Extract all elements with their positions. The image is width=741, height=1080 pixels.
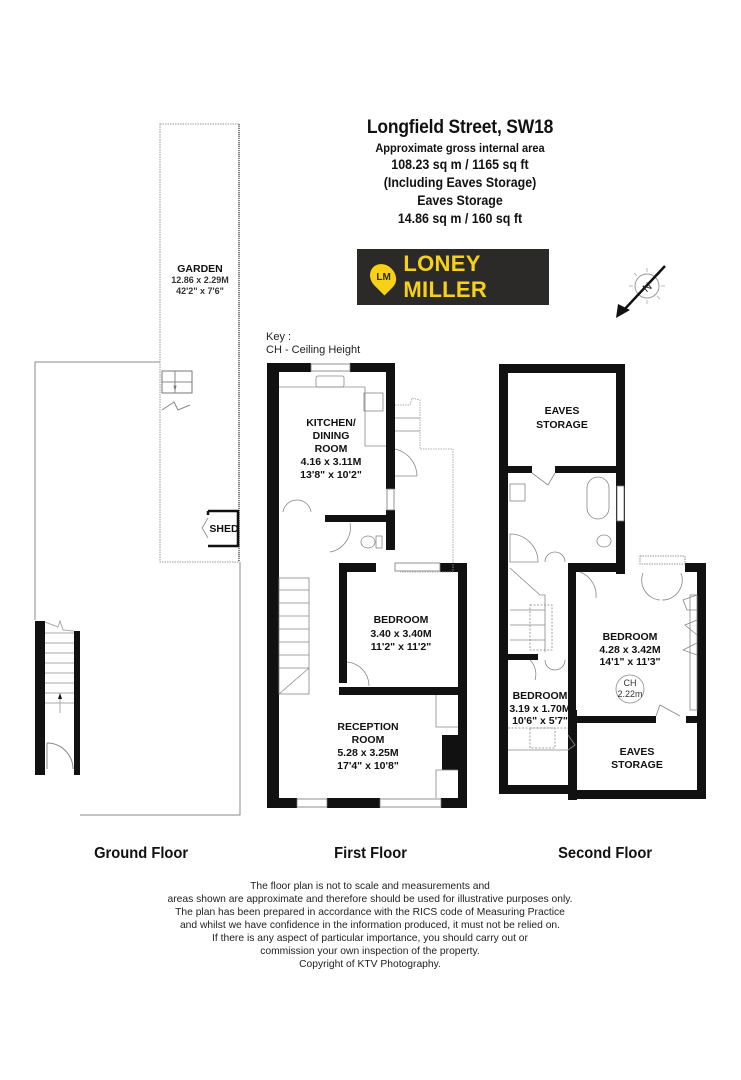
- disclaimer-line: Copyright of KTV Photography.: [299, 959, 441, 970]
- bedroom1-metric: 3.40 x 3.40M: [370, 628, 432, 640]
- garden-label: GARDEN: [177, 263, 223, 275]
- area-label: Approximate gross internal area: [375, 141, 545, 155]
- kitchen-label-line2: DINING: [313, 430, 350, 442]
- disclaimer-line: areas shown are approximate and therefor…: [167, 894, 573, 905]
- bedroom1-label: BEDROOM: [374, 614, 429, 626]
- ground-floor-label: Ground Floor: [94, 845, 189, 862]
- eaves-upper-label-line1: EAVES: [545, 405, 580, 417]
- reception-metric: 5.28 x 3.25M: [337, 747, 399, 759]
- eaves-upper-label-line2: STORAGE: [536, 419, 588, 431]
- disclaimer-line: commission your own inspection of the pr…: [260, 946, 480, 957]
- disclaimer-line: and whilst we have confidence in the inf…: [179, 920, 561, 931]
- bedroom3-label: BEDROOM: [513, 690, 568, 702]
- plan-key: Key : CH - Ceiling Height: [266, 331, 360, 357]
- ceiling-height-label: CH: [624, 678, 637, 688]
- agent-logo: LM LONEY MILLER: [357, 249, 549, 305]
- kitchen-imperial: 13'8" x 10'2": [300, 469, 362, 481]
- first-floor-label: First Floor: [334, 845, 407, 862]
- bedroom2-metric: 4.28 x 3.42M: [599, 644, 661, 656]
- bedroom2-imperial: 14'1" x 11'3": [599, 656, 660, 668]
- eaves-lower-label-line2: STORAGE: [611, 759, 663, 771]
- first-floor-plan: [267, 363, 467, 808]
- north-arrow-icon: N: [616, 265, 666, 318]
- kitchen-label-line1: KITCHEN/: [306, 417, 356, 429]
- disclaimer: The floor plan is not to scale and measu…: [150, 880, 590, 971]
- disclaimer-line: The floor plan is not to scale and measu…: [250, 881, 490, 892]
- eaves-lower-label-line1: EAVES: [620, 746, 655, 758]
- disclaimer-line: The plan has been prepared in accordance…: [175, 907, 565, 918]
- eaves-label: Eaves Storage: [417, 193, 503, 208]
- eaves-area: 14.86 sq m / 160 sq ft: [397, 211, 523, 226]
- disclaimer-line: If there is any aspect of particular imp…: [212, 933, 528, 944]
- ceiling-height-value: 2.22m: [617, 689, 642, 699]
- logo-text: LONEY MILLER: [403, 251, 488, 302]
- shed-label: SHED: [209, 523, 239, 535]
- bedroom1-imperial: 11'2" x 11'2": [371, 641, 432, 653]
- key-entry: CH - Ceiling Height: [266, 344, 361, 356]
- second-floor-plan: [499, 364, 706, 800]
- property-title: Longfield Street, SW18: [366, 117, 554, 138]
- bedroom3-imperial: 10'6" x 5'7": [512, 715, 568, 727]
- bedroom2-label: BEDROOM: [603, 631, 658, 643]
- ground-floor-plan: [34, 123, 241, 816]
- garden-metric: 12.86 x 2.29M: [171, 275, 229, 285]
- total-area-note: (Including Eaves Storage): [383, 175, 537, 190]
- reception-label-line2: ROOM: [352, 734, 385, 746]
- kitchen-label-line3: ROOM: [315, 443, 348, 455]
- reception-imperial: 17'4" x 10'8": [337, 760, 399, 772]
- garden-imperial: 42'2" x 7'6": [176, 286, 224, 296]
- key-title: Key :: [266, 331, 292, 343]
- bedroom3-metric: 3.19 x 1.70M: [509, 703, 571, 715]
- kitchen-metric: 4.16 x 3.11M: [301, 456, 362, 468]
- plan-header: Longfield Street, SW18 Approximate gross…: [330, 116, 590, 228]
- second-floor-label: Second Floor: [558, 845, 653, 862]
- reception-label-line1: RECEPTION: [337, 721, 398, 733]
- total-area: 108.23 sq m / 1165 sq ft: [391, 157, 529, 172]
